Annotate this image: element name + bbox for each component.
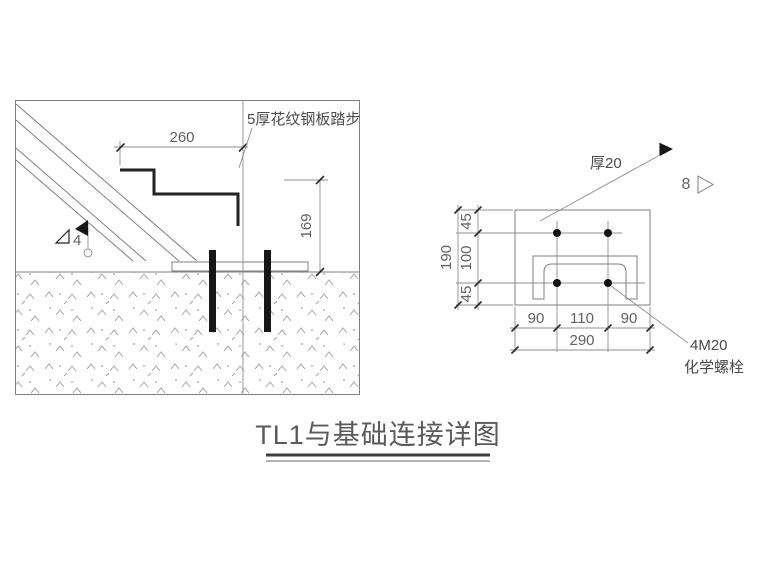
tread-label: 5厚花纹钢板踏步 [247,110,360,128]
dim-bottom-chain: 90 110 90 290 [510,310,655,355]
drawing-title: TL1与基础连接详图 [255,420,501,450]
left-detail-view: 260 169 5厚花纹钢板踏步 4 [15,100,360,395]
flag-icon [660,143,673,156]
tread-plate-profile [120,168,240,226]
dim-260: 260 [114,129,248,165]
dim-left-chain: 45 100 45 190 [438,205,483,310]
section-arrow-icon [697,175,715,194]
bolt-icon [553,279,561,287]
weld-arrow-icon [75,220,88,236]
dim-tick-icon [115,142,126,153]
anchor-bolt-label-1: 4M20 [690,337,728,354]
dim-45-bottom: 45 [458,286,475,303]
plate-thickness-label: 厚20 [590,155,622,172]
bolt-group [553,229,612,287]
base-plate-edge [171,261,309,272]
anchor-bolt-right [264,250,271,332]
bolt-icon [604,279,612,287]
centerlines [456,209,651,352]
dim-45-top: 45 [458,213,475,230]
weld-leader-circle-icon [83,248,93,258]
dim-tick-icon [315,267,325,277]
dim-tick-icon [238,142,248,153]
dim-90-right: 90 [621,310,638,327]
section-mark: 8 [682,175,715,194]
stringer-lines [15,103,198,262]
plate-thickness-callout: 厚20 [539,143,673,222]
view-frame [15,100,360,395]
bolt-icon [553,229,561,237]
dim-tick-icon [315,175,325,185]
dim-169-value: 169 [298,213,315,238]
dim-110: 110 [570,310,594,327]
anchor-bolt-label-2: 化学螺栓 [684,359,744,376]
bolt-icon [604,229,612,237]
weld-callout: 4 [54,220,93,258]
title-block: TL1与基础连接详图 [255,420,501,462]
weld-size-value: 4 [73,232,81,249]
dim-290: 290 [569,332,594,349]
base-plate-plan [514,209,651,306]
dim-260-value: 260 [169,129,194,146]
section-number: 8 [682,176,691,193]
dim-90-left: 90 [528,310,545,327]
right-detail-view: 45 100 45 190 90 110 90 290 [438,143,744,376]
concrete-hatch [16,272,359,394]
anchor-bolt-callout: 4M20 化学螺栓 [610,285,744,376]
tread-label-callout: 5厚花纹钢板踏步 [238,110,360,169]
dim-169: 169 [284,175,328,277]
fillet-weld-symbol-icon [54,228,70,244]
anchor-bolt-left [209,250,216,332]
dim-100: 100 [458,245,475,270]
dim-190: 190 [438,245,455,270]
channel-section [532,255,638,300]
